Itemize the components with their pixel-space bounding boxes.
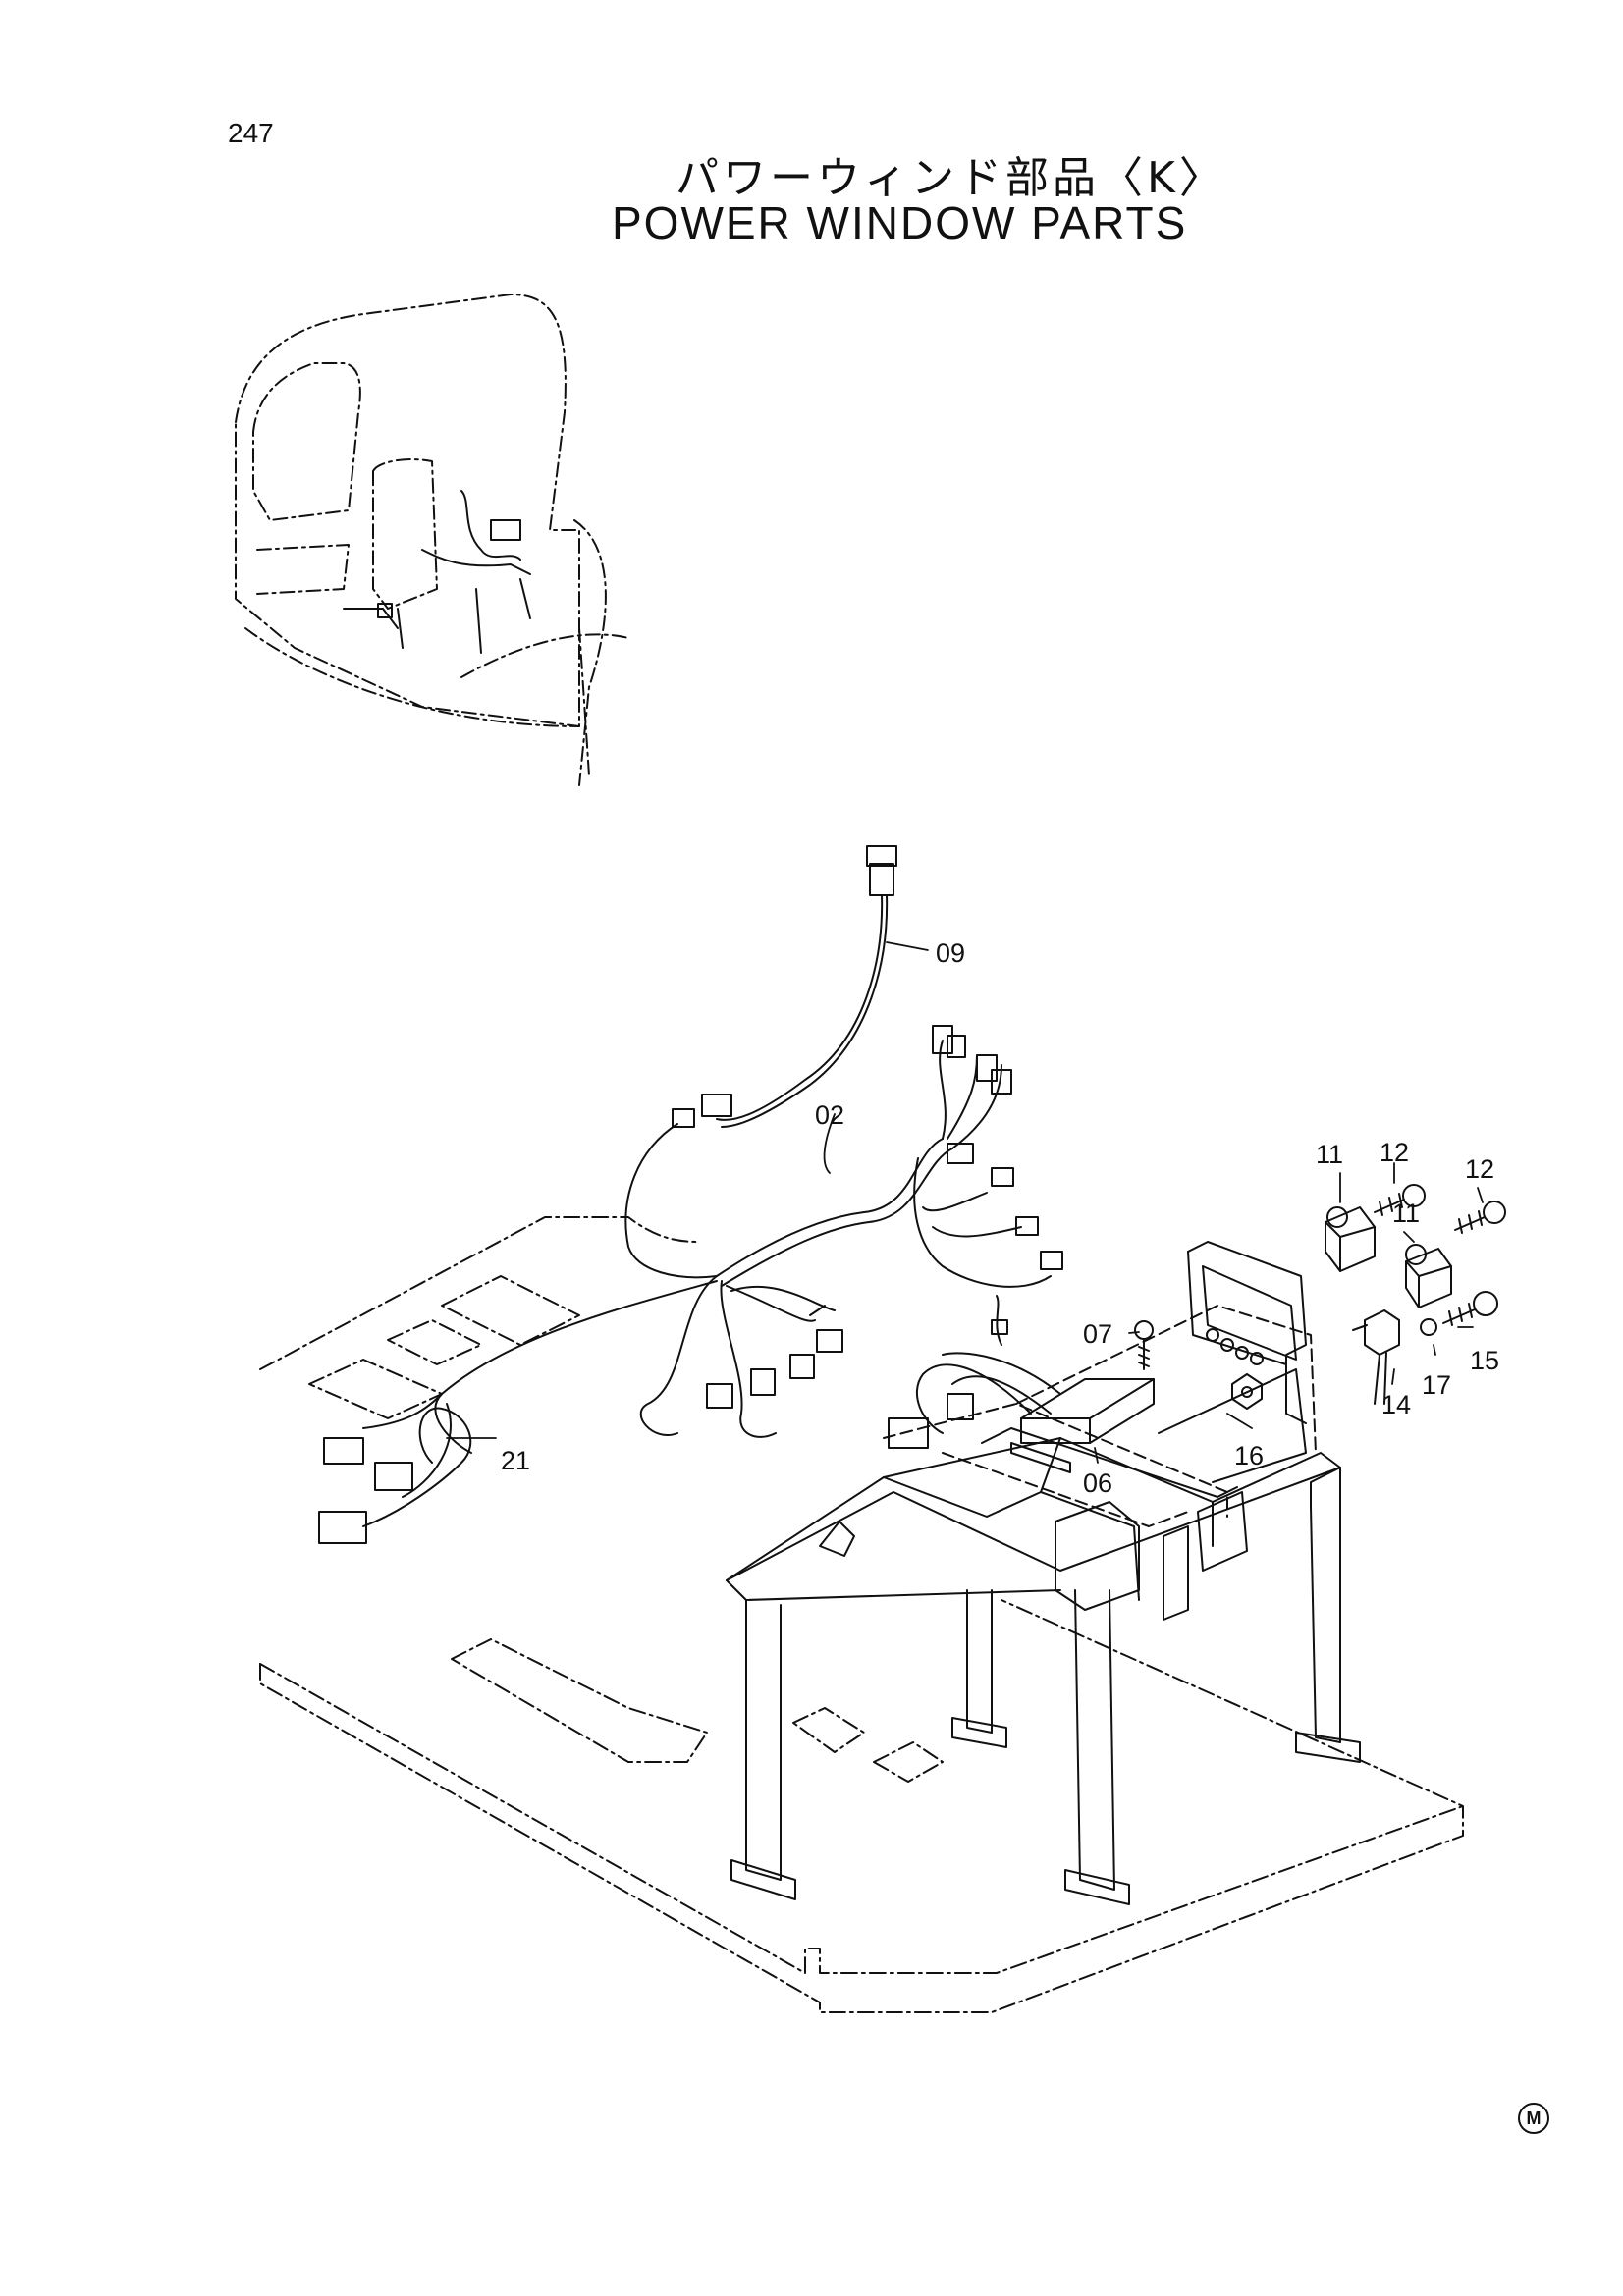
title-japanese: パワーウィンド部品〈K〉	[676, 153, 1226, 203]
title-english: POWER WINDOW PARTS	[612, 197, 1188, 248]
floor-plate	[259, 1216, 1464, 2013]
washer-17	[1420, 1318, 1437, 1336]
console-plate-solid	[981, 1241, 1307, 1498]
callout-09: 09	[936, 938, 965, 968]
screw-07	[1134, 1320, 1154, 1370]
callout-15: 15	[1470, 1346, 1499, 1375]
callout-12-upper: 12	[1380, 1138, 1409, 1167]
callout-06: 06	[1083, 1468, 1112, 1498]
callout-16: 16	[1234, 1441, 1264, 1470]
console-frame	[726, 1437, 1361, 1905]
callout-17: 17	[1422, 1370, 1451, 1400]
cab-overview-harness	[343, 490, 531, 654]
relay-11-upper	[1325, 1206, 1376, 1272]
relay-11-lower	[1405, 1244, 1452, 1308]
harness-06	[888, 1295, 1061, 1449]
callout-11-lower: 11	[1392, 1199, 1420, 1228]
bolt-12-lower	[1454, 1201, 1506, 1234]
harness-21	[318, 1280, 718, 1544]
bolt-15	[1442, 1291, 1498, 1326]
callout-12-lower: 12	[1465, 1154, 1494, 1184]
callout-02: 02	[815, 1100, 844, 1130]
callout-21: 21	[501, 1446, 530, 1475]
control-unit-06	[1010, 1378, 1155, 1473]
bolt-12-upper	[1374, 1184, 1426, 1216]
nut-16	[1231, 1373, 1263, 1410]
callout-07: 07	[1083, 1319, 1112, 1349]
leader-lines	[446, 941, 1484, 1464]
cab-overview	[235, 294, 629, 786]
callout-14: 14	[1381, 1390, 1411, 1419]
console-plate	[883, 1305, 1317, 1527]
harness-02	[639, 1025, 1063, 1438]
page-number: 247	[228, 118, 274, 148]
switch-bracket	[1202, 1265, 1297, 1365]
harness-09	[624, 845, 897, 1279]
callout-11-upper: 11	[1316, 1140, 1343, 1169]
manufacturer-mark: M	[1518, 2103, 1549, 2134]
switch-14	[1352, 1309, 1400, 1405]
